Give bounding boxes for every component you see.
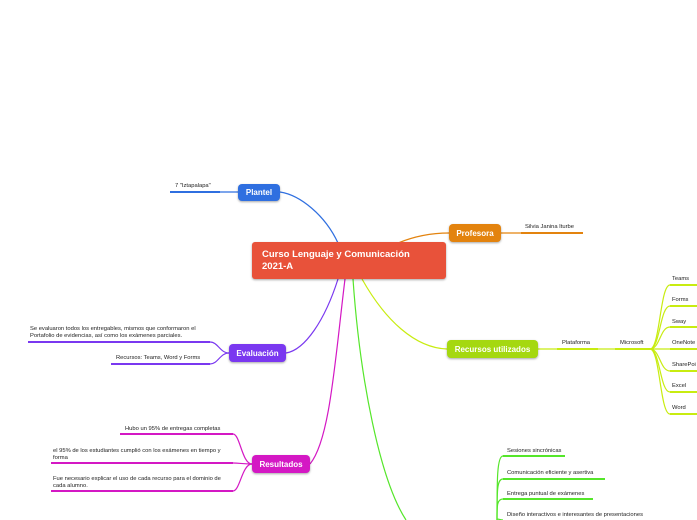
profesora-name[interactable]: Silvia Janina Iturbe [525,224,574,230]
resultados-item-explicar[interactable]: Fue necesario explicar el uso de cada re… [53,476,221,489]
central-topic-title: Curso Lenguaje y Comunicación 2021-A [262,248,410,272]
recursos-microsoft[interactable]: Microsoft [620,340,644,346]
green-item-entrega[interactable]: Entrega puntual de exámenes [507,491,585,497]
topic-profesora-label: Profesora [456,228,494,238]
resultados-item-examenes[interactable]: el 95% de los estudiantes cumplió con lo… [53,448,221,461]
evaluacion-item-recursos[interactable]: Recursos: Teams, Word y Forms [116,355,201,361]
topic-recursos[interactable]: Recursos utilizados [447,340,538,358]
green-item-sesiones[interactable]: Sesiones sincrónicas [507,448,562,454]
app-word[interactable]: Word [672,405,686,411]
plantel-value[interactable]: 7 "Iztapalapa" [175,183,211,189]
app-sway[interactable]: Sway [672,319,687,325]
app-teams[interactable]: Teams [672,276,690,282]
topic-resultados[interactable]: Resultados [252,455,310,473]
recursos-plataforma[interactable]: Plataforma [562,340,591,346]
app-excel[interactable]: Excel [672,383,687,389]
evaluacion-item-portafolio[interactable]: Se evaluaron todos los entregables, mism… [30,326,196,339]
app-forms[interactable]: Forms [672,297,689,303]
resultados-item-entregas[interactable]: Hubo un 95% de entregas completas [125,426,221,432]
app-sharepoint[interactable]: SharePoi [672,362,696,368]
app-onenote[interactable]: OneNote [672,340,696,346]
topic-recursos-label: Recursos utilizados [454,344,531,354]
topic-plantel-label: Plantel [245,188,273,197]
topic-profesora[interactable]: Profesora [449,224,501,242]
topic-resultados-label: Resultados [259,459,303,469]
topic-evaluacion[interactable]: Evaluación [229,344,286,362]
green-item-diseno[interactable]: Diseño interactivos e interesantes de pr… [507,512,643,518]
topic-evaluacion-label: Evaluación [236,348,279,358]
central-topic[interactable]: Curso Lenguaje y Comunicación 2021-A [252,242,446,279]
green-item-comunicacion[interactable]: Comunicación eficiente y asertiva [507,470,594,476]
topic-plantel[interactable]: Plantel [238,184,280,201]
